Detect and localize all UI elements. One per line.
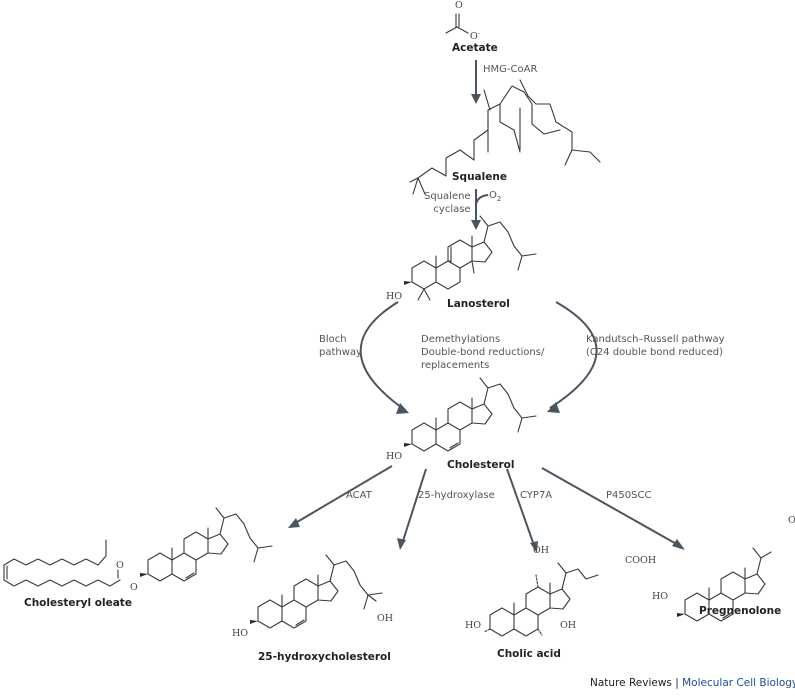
25-hydroxycholesterol-label: 25-hydroxycholesterol bbox=[258, 651, 391, 663]
ester-o-label: O bbox=[116, 560, 124, 571]
ester-o2-label: O bbox=[130, 582, 138, 593]
arrow-cyp7a bbox=[506, 468, 538, 553]
cholic-acid-ho-3-label: HO bbox=[465, 620, 482, 631]
hmg-coar-label: HMG-CoAR bbox=[483, 64, 538, 75]
squalene-structure bbox=[409, 79, 601, 195]
pregnenolone-ho-label: HO bbox=[652, 591, 669, 602]
cholesterol-structure bbox=[404, 377, 537, 452]
25-hydroxycholesterol-structure bbox=[250, 554, 383, 629]
cholesterol-ho-label: HO bbox=[386, 451, 403, 462]
footer-separator: | bbox=[675, 677, 679, 689]
cholic-acid-oh-7-label: OH bbox=[560, 620, 577, 631]
pregnenolone-label: Pregnenolone bbox=[699, 605, 782, 617]
acetate-structure bbox=[445, 13, 469, 34]
25-hydroxycholesterol-oh-label: OH bbox=[377, 613, 394, 624]
acetate-o-label: O bbox=[455, 0, 463, 11]
kandutsch-russell-label: Kandutsch–Russell pathway (C24 double bo… bbox=[586, 334, 725, 358]
squalene-label: Squalene bbox=[452, 171, 507, 183]
central-pathway-label: Demethylations Double-bond reductions/ r… bbox=[421, 334, 545, 371]
arrow-acat bbox=[288, 465, 393, 528]
cholic-acid-label: Cholic acid bbox=[497, 648, 561, 660]
arrow-bloch-pathway bbox=[359, 301, 409, 414]
arrow-acetate-to-squalene bbox=[471, 60, 481, 104]
acat-label: ACAT bbox=[346, 490, 372, 501]
cholic-acid-structure bbox=[483, 562, 599, 637]
arrow-25-hydroxylase bbox=[397, 468, 427, 550]
lanosterol-label: Lanosterol bbox=[447, 298, 510, 310]
cyp7a-label: CYP7A bbox=[520, 490, 553, 501]
squalene-cyclase-label: Squalene cyclase bbox=[424, 191, 471, 215]
p450scc-label: P450SCC bbox=[606, 490, 652, 501]
o2-label: O2 bbox=[489, 190, 502, 203]
arrow-squalene-to-lanosterol bbox=[471, 189, 489, 230]
cholesteryl-oleate-structure bbox=[3, 507, 273, 587]
lanosterol-structure bbox=[404, 215, 537, 301]
arrow-kandutsch-russell-pathway bbox=[547, 301, 598, 413]
footer-publisher: Nature Reviews bbox=[590, 677, 672, 689]
cholic-acid-cooh-label: COOH bbox=[625, 555, 657, 566]
cholesterol-label: Cholesterol bbox=[447, 459, 515, 471]
arrow-p450scc bbox=[541, 467, 685, 550]
lanosterol-ho-label: HO bbox=[386, 291, 403, 302]
footer-credit: Nature Reviews | Molecular Cell Biology bbox=[590, 677, 795, 689]
pregnenolone-structure bbox=[677, 547, 772, 622]
25-hydroxycholesterol-ho-label: HO bbox=[232, 628, 249, 639]
footer-journal: Molecular Cell Biology bbox=[682, 677, 795, 689]
25-hydroxylase-label: 25-hydroxylase bbox=[418, 490, 495, 501]
bloch-pathway-label: Bloch pathway bbox=[319, 334, 362, 358]
pregnenolone-o-label: O bbox=[788, 515, 795, 526]
acetate-o-minus-label: O- bbox=[470, 30, 480, 43]
cholic-acid-oh-12-label: OH bbox=[533, 545, 550, 556]
cholesteryl-oleate-label: Cholesteryl oleate bbox=[24, 597, 132, 609]
acetate-label: Acetate bbox=[452, 42, 498, 54]
